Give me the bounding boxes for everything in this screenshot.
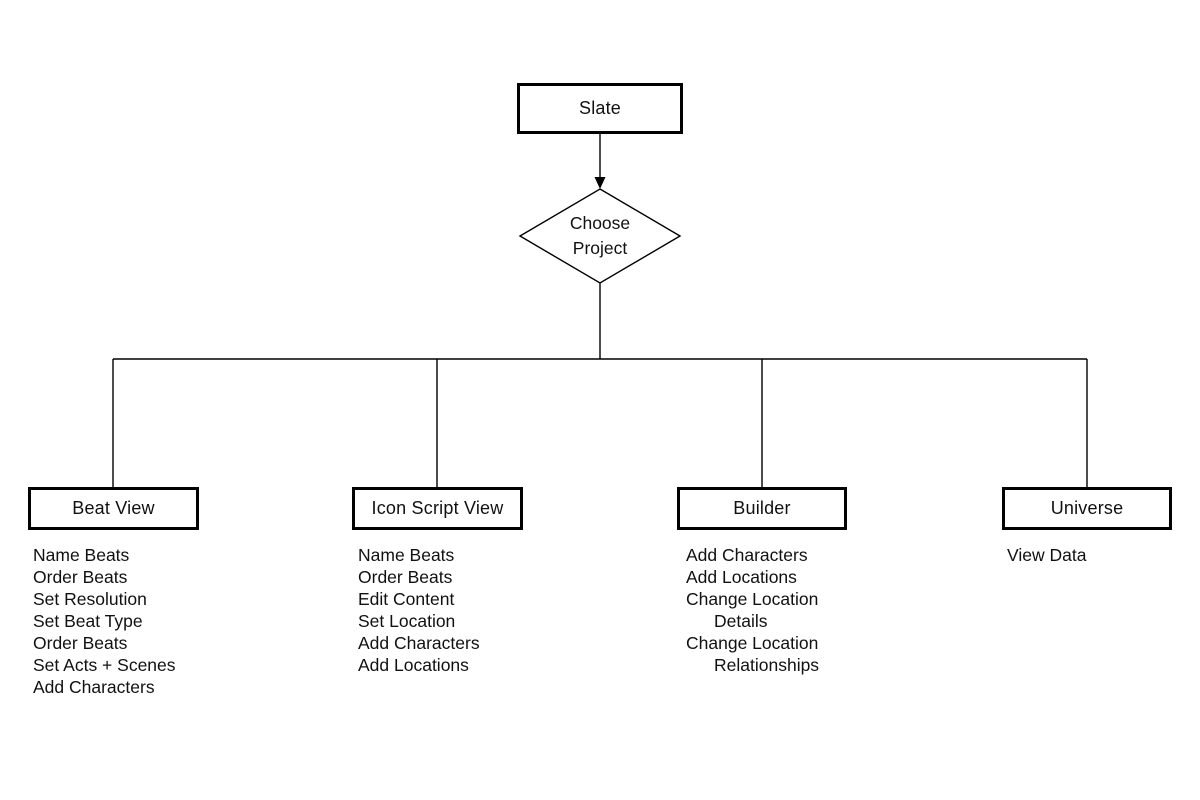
list-item: Order Beats [33,567,128,587]
list-item: Add Locations [686,567,797,587]
universe-feature-list: View Data [1007,544,1086,566]
node-icon-script-view-label: Icon Script View [371,498,504,518]
connector-group [112,134,1088,487]
node-beat-view: Beat View [28,487,199,530]
list-item: Add Characters [33,677,155,697]
beat-view-feature-list: Name Beats Order Beats Set Resolution Se… [33,544,176,698]
node-icon-script-view: Icon Script View [352,487,523,530]
decision-label-line2: Project [572,238,628,258]
list-item: Change Location [686,589,819,609]
node-builder: Builder [677,487,847,530]
list-item: Order Beats [358,567,453,587]
list-item: Name Beats [33,545,130,565]
list-item-continuation: Details [714,611,768,631]
list-item: Add Characters [358,633,480,653]
icon-script-view-feature-list: Name Beats Order Beats Edit Content Set … [358,544,480,676]
node-universe: Universe [1002,487,1172,530]
node-slate-label: Slate [578,98,622,118]
arrowhead-icon [594,177,606,189]
list-item-continuation: Relationships [714,655,820,675]
list-item: Set Location [358,611,456,631]
node-choose-project: Choose Project [540,211,660,261]
node-universe-label: Universe [1050,498,1124,518]
node-slate: Slate [517,83,683,134]
list-item: Add Locations [358,655,469,675]
list-item: Change Location [686,633,819,653]
list-item: View Data [1007,545,1087,565]
list-item: Order Beats [33,633,128,653]
node-beat-view-label: Beat View [72,498,155,518]
list-item: Set Beat Type [33,611,143,631]
list-item: Add Characters [686,545,808,565]
list-item: Set Resolution [33,589,147,609]
decision-label-line1: Choose [569,213,631,233]
list-item: Name Beats [358,545,455,565]
list-item: Edit Content [358,589,455,609]
node-builder-label: Builder [733,498,791,518]
list-item: Set Acts + Scenes [33,655,176,675]
builder-feature-list: Add Characters Add Locations Change Loca… [686,544,819,676]
